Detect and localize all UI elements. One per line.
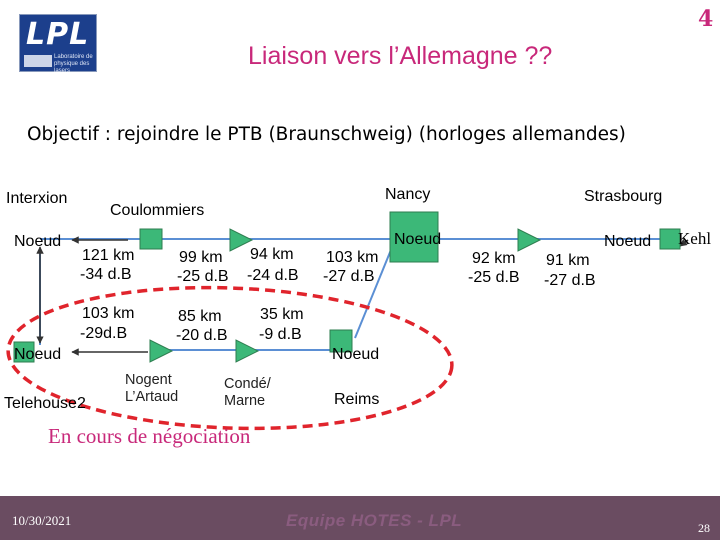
link-8-db: -20 d.B	[176, 327, 228, 344]
nancy-node-box	[389, 211, 439, 263]
objective-text: Objectif : rejoindre le PTB (Braunschwei…	[27, 124, 626, 145]
link-4-db: -27 d.B	[323, 268, 375, 285]
link-5-db: -25 d.B	[468, 269, 520, 286]
amplifier-icon-2	[517, 228, 542, 252]
strasbourg-label: Strasbourg	[584, 188, 663, 205]
noeud-strasbourg-label: Noeud	[604, 233, 652, 250]
telehouse-label: Telehouse2	[4, 395, 86, 412]
logo-bar	[24, 55, 52, 67]
link-nancy-reims	[354, 239, 396, 339]
link-6-db: -27 d.B	[544, 272, 596, 289]
link-8-km: 85 km	[178, 308, 222, 325]
lpl-logo: LPL Laboratoire de physique des lasers	[19, 14, 97, 74]
reims-label: Reims	[334, 391, 380, 408]
link-2-km: 99 km	[179, 249, 223, 266]
link-1-km: 121 km	[82, 247, 135, 264]
nancy-label: Nancy	[385, 186, 431, 203]
link-9-km: 35 km	[260, 306, 304, 323]
footer-date: 10/30/2021	[12, 513, 72, 528]
link-7-db: -29d.B	[80, 325, 128, 342]
slide-number-top: 4	[698, 6, 714, 32]
link-5-km: 92 km	[472, 250, 516, 267]
bottom-left-node-box	[13, 341, 35, 363]
footer-slide-number: 28	[698, 521, 710, 535]
link-9-db: -9 d.B	[259, 326, 302, 343]
amplifier-icon-1	[229, 228, 254, 252]
noeud-bottom-left-label: Noeud	[14, 346, 62, 363]
footer-bar	[0, 496, 720, 540]
coulommiers-label: Coulommiers	[110, 202, 205, 219]
link-4-km: 103 km	[326, 249, 379, 266]
link-7-km: 103 km	[82, 305, 135, 322]
negotiation-note: En cours de négociation	[48, 424, 251, 448]
noeud-nancy-label: Noeud	[394, 231, 442, 248]
slide-title: Liaison vers l’Allemagne ??	[248, 42, 553, 70]
logo-text: LPL	[26, 17, 90, 52]
nogent-label: Nogent L’Artaud	[125, 372, 179, 405]
noeud-reims-label: Noeud	[332, 346, 380, 363]
interxion-label: Interxion	[6, 190, 68, 207]
negotiation-circle	[6, 285, 454, 431]
link-2-db: -25 d.B	[177, 268, 229, 285]
link-3-db: -24 d.B	[247, 267, 299, 284]
link-6-km: 91 km	[546, 252, 590, 269]
amplifier-icon-3	[149, 339, 174, 363]
noeud-left-label: Noeud	[14, 233, 62, 250]
amplifier-icon-4	[235, 339, 260, 363]
strasbourg-node-box	[659, 228, 681, 250]
link-1-db: -34 d.B	[80, 266, 132, 283]
arrow-kehl	[679, 238, 689, 247]
logo-subtitle: Laboratoire de physique des lasers	[54, 54, 93, 74]
kehl-label: Kehl	[678, 229, 712, 248]
conde-label: Condé/ Marne	[224, 376, 271, 409]
footer-team: Equipe HOTES - LPL	[286, 511, 463, 530]
coulommiers-node-box	[139, 228, 163, 250]
reims-node-box	[329, 329, 353, 353]
link-3-km: 94 km	[250, 246, 294, 263]
